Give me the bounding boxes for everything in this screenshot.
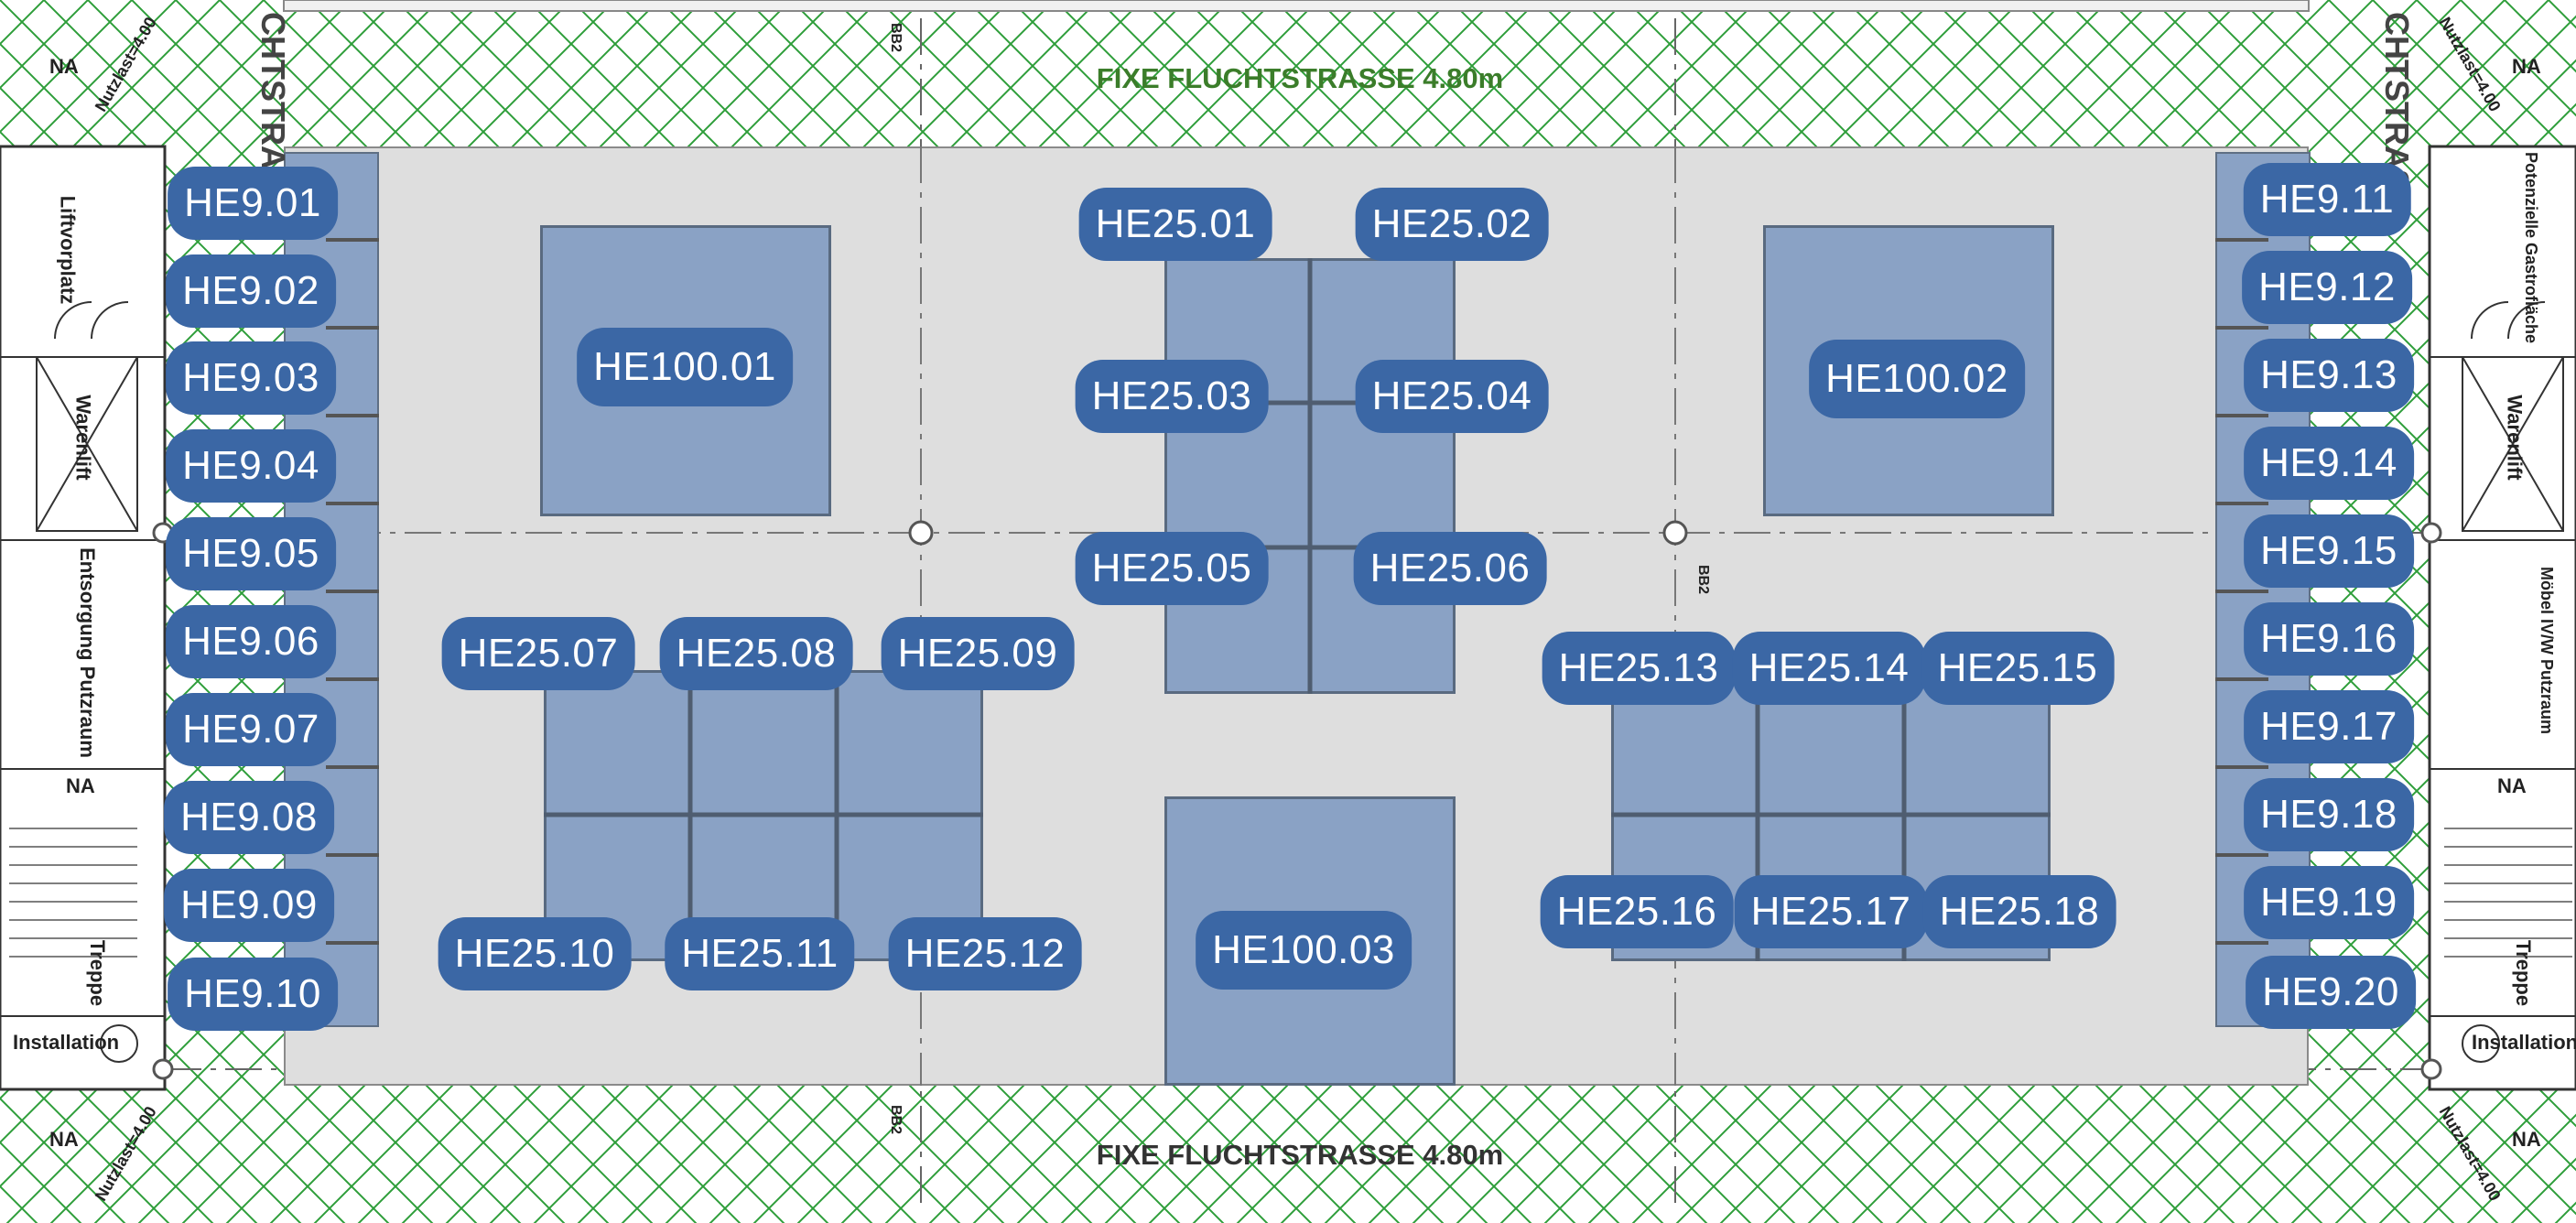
unit-label-he100-03[interactable]: HE100.03 xyxy=(1196,911,1412,990)
room-putzraum-right: Möbel IV/W Putzraum xyxy=(2538,566,2557,735)
unit-label-he25-16[interactable]: HE25.16 xyxy=(1540,875,1734,948)
unit-label-he25-06[interactable]: HE25.06 xyxy=(1353,532,1547,605)
unit-label-he25-13[interactable]: HE25.13 xyxy=(1542,632,1736,705)
unit-label-he25-05[interactable]: HE25.05 xyxy=(1075,532,1269,605)
unit-label-he9-02[interactable]: HE9.02 xyxy=(166,254,336,328)
grid-mark-bottom: BB2 xyxy=(888,1104,904,1135)
room-entsorgung: Entsorgung Putzraum xyxy=(75,547,99,758)
unit-label-he9-14[interactable]: HE9.14 xyxy=(2244,427,2414,500)
unit-label-he25-17[interactable]: HE25.17 xyxy=(1734,875,1928,948)
unit-label-he9-13[interactable]: HE9.13 xyxy=(2244,339,2414,412)
room-installation-right: Installation xyxy=(2472,1031,2576,1054)
unit-label-he9-19[interactable]: HE9.19 xyxy=(2244,866,2414,939)
escape-route-top-label: FIXE FLUCHTSTRASSE 4.80m xyxy=(1096,62,1504,94)
room-gastro: Potenzielle Gastrofläche xyxy=(2522,151,2541,344)
na-marker-right-mid: NA xyxy=(2497,774,2527,797)
unit-label-he9-01[interactable]: HE9.01 xyxy=(168,167,338,240)
unit-label-he25-11[interactable]: HE25.11 xyxy=(665,917,855,990)
escape-route-bottom-label: FIXE FLUCHTSTRASSE 4.80m xyxy=(1096,1139,1504,1171)
unit-label-he9-03[interactable]: HE9.03 xyxy=(166,341,336,415)
unit-center-block[interactable] xyxy=(1164,258,1456,694)
unit-label-he9-06[interactable]: HE9.06 xyxy=(166,605,336,678)
unit-label-he100-01[interactable]: HE100.01 xyxy=(577,328,793,406)
vertical-route-left: CHTSTRAS xyxy=(254,12,292,191)
unit-label-he25-01[interactable]: HE25.01 xyxy=(1078,188,1272,261)
unit-label-he9-20[interactable]: HE9.20 xyxy=(2246,956,2416,1029)
unit-label-he9-10[interactable]: HE9.10 xyxy=(168,958,338,1031)
unit-label-he25-18[interactable]: HE25.18 xyxy=(1922,875,2116,948)
unit-label-he25-03[interactable]: HE25.03 xyxy=(1075,360,1269,433)
na-marker-bottom-right: NA xyxy=(2512,1128,2541,1151)
unit-label-he25-14[interactable]: HE25.14 xyxy=(1732,632,1926,705)
unit-label-he25-08[interactable]: HE25.08 xyxy=(659,617,853,690)
unit-label-he9-08[interactable]: HE9.08 xyxy=(164,781,334,854)
unit-label-he25-04[interactable]: HE25.04 xyxy=(1355,360,1549,433)
unit-label-he9-05[interactable]: HE9.05 xyxy=(166,517,336,590)
room-warenlift-left: Warenlift xyxy=(71,395,95,481)
na-marker-top-left: NA xyxy=(49,55,79,78)
unit-label-he9-17[interactable]: HE9.17 xyxy=(2244,690,2414,763)
unit-label-he9-09[interactable]: HE9.09 xyxy=(164,869,334,942)
na-marker-left-mid: NA xyxy=(66,774,95,797)
grid-mark-top: BB2 xyxy=(888,22,904,53)
unit-label-he25-15[interactable]: HE25.15 xyxy=(1921,632,2115,705)
na-marker-bottom-left: NA xyxy=(49,1128,79,1151)
na-marker-top-right: NA xyxy=(2512,55,2541,78)
unit-label-he9-16[interactable]: HE9.16 xyxy=(2244,602,2414,676)
unit-label-he9-04[interactable]: HE9.04 xyxy=(166,429,336,503)
unit-label-he9-12[interactable]: HE9.12 xyxy=(2242,251,2412,324)
unit-label-he9-15[interactable]: HE9.15 xyxy=(2244,514,2414,588)
unit-label-he100-02[interactable]: HE100.02 xyxy=(1809,340,2025,418)
room-liftvorplatz: Liftvorplatz xyxy=(56,195,80,305)
room-treppe-left: Treppe xyxy=(86,939,110,1007)
unit-label-he25-09[interactable]: HE25.09 xyxy=(881,617,1075,690)
unit-label-he25-12[interactable]: HE25.12 xyxy=(888,917,1082,990)
grid-mark-mid: BB2 xyxy=(1695,564,1712,595)
room-installation-left: Installation xyxy=(13,1031,120,1054)
room-treppe-right: Treppe xyxy=(2512,939,2536,1007)
room-warenlift-right: Warenlift xyxy=(2503,395,2527,481)
unit-label-he9-11[interactable]: HE9.11 xyxy=(2243,163,2411,236)
unit-label-he25-07[interactable]: HE25.07 xyxy=(441,617,635,690)
unit-label-he25-10[interactable]: HE25.10 xyxy=(438,917,632,990)
unit-label-he25-02[interactable]: HE25.02 xyxy=(1355,188,1549,261)
unit-label-he9-18[interactable]: HE9.18 xyxy=(2244,778,2414,851)
unit-label-he9-07[interactable]: HE9.07 xyxy=(166,693,336,766)
